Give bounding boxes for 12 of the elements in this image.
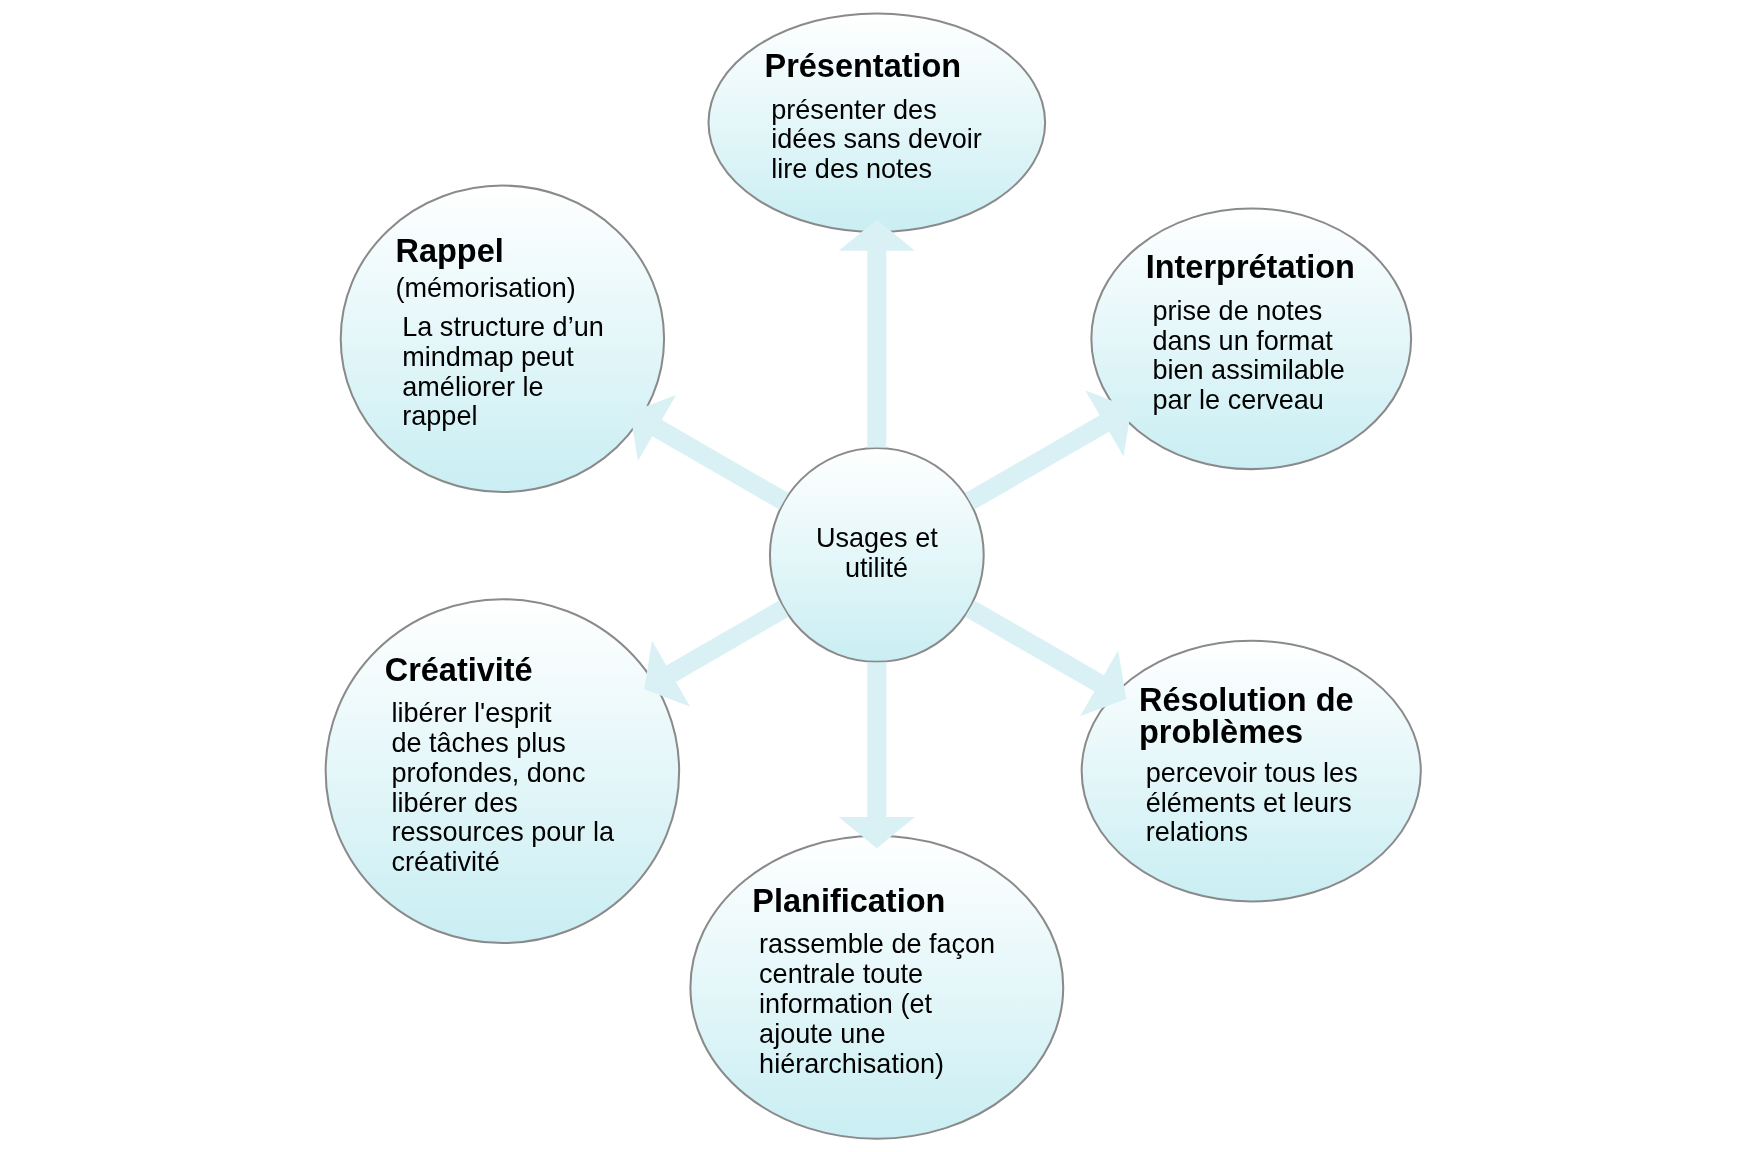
node-ellipse: Planification rassemble de façon centrale toute information (et ajoute une hiérarchisation)	[689, 834, 1065, 1140]
node-circle: Créativité libérer l'esprit de tâches plus profondes, donc libérer des ressources pour la créativité	[324, 598, 681, 945]
node-ellipse: Présentation présenter des idées sans devoir lire des notes	[707, 12, 1047, 233]
arrow	[644, 600, 789, 707]
arrow	[838, 662, 916, 849]
node-ellipse: Interprétation prise de notes dans un format bien assimilable par le cerveau	[1090, 207, 1413, 471]
node-circle: Rappel (mémorisation) La structure d’un mindmap peut améliorer le rappel	[339, 184, 666, 494]
arrow	[838, 219, 915, 448]
node-circle: Usages et utilité	[768, 447, 985, 663]
arrow	[965, 600, 1127, 717]
arrow	[965, 390, 1132, 510]
arrow	[630, 395, 789, 510]
